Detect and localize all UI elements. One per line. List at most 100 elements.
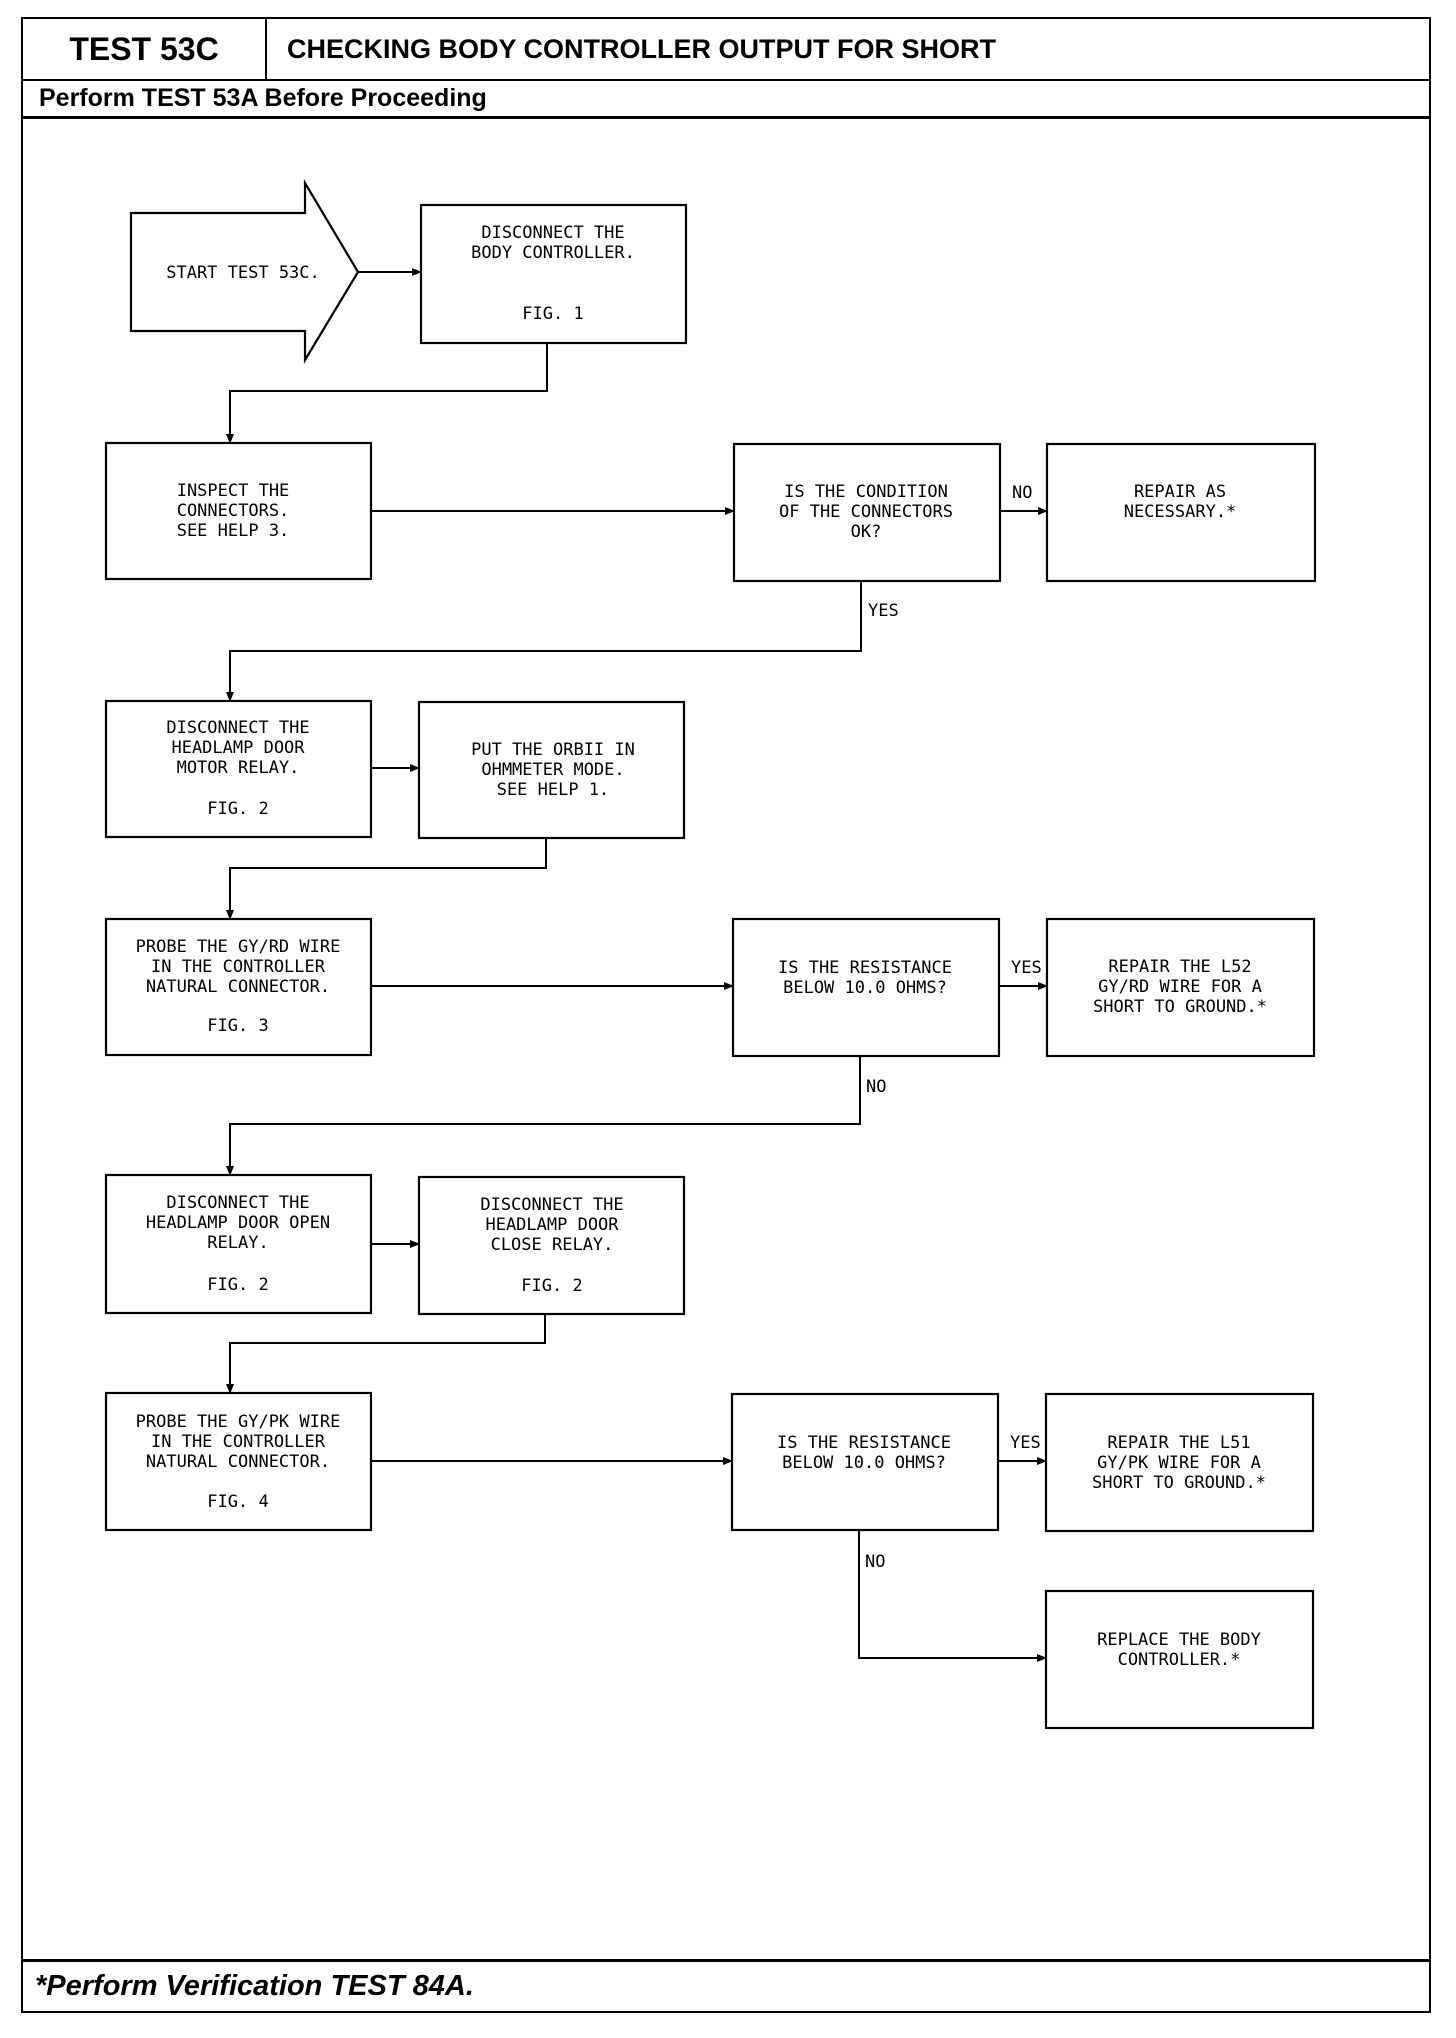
branch-label-no: NO [1012, 483, 1032, 503]
decision-text: IS THE CONDITION [784, 482, 948, 502]
step-text: DISCONNECT THE [480, 1195, 623, 1215]
step-text: BODY CONTROLLER. [471, 243, 635, 263]
connector-disconnect-controller-to-inspect [226, 343, 548, 444]
test-id: TEST 53C [23, 19, 267, 79]
connector-ohmmeter-to-probe-gy-rd [226, 838, 547, 920]
decision-text: IS THE RESISTANCE [777, 1433, 951, 1453]
step-box [417, 1175, 686, 1316]
page-frame: TEST 53C CHECKING BODY CONTROLLER OUTPUT… [21, 17, 1431, 2013]
step-text: START TEST 53C. [166, 263, 320, 283]
step-probe-gy-rd: PROBE THE GY/RD WIRE IN THE CONTROLLER N… [104, 917, 373, 1057]
step-text: IN THE CONTROLLER [151, 957, 326, 977]
branch-label-yes: YES [1010, 1433, 1041, 1453]
step-text: REPAIR AS [1134, 482, 1226, 502]
step-box [104, 441, 373, 581]
branch-label-no: NO [865, 1552, 885, 1572]
step-text: REPAIR THE L52 [1108, 957, 1251, 977]
step-repair-l52: REPAIR THE L52 GY/RD WIRE FOR A SHORT TO… [1045, 917, 1316, 1058]
step-inspect-connectors: INSPECT THE CONNECTORS. SEE HELP 3. [104, 441, 373, 581]
step-box [419, 203, 688, 345]
step-text: HEADLAMP DOOR OPEN [146, 1213, 330, 1233]
connector-q2-no-to-replace [858, 1530, 1047, 1662]
step-text: DISCONNECT THE [166, 1193, 309, 1213]
connectors [226, 268, 1048, 1662]
step-text: SEE HELP 1. [497, 780, 610, 800]
step-box [417, 700, 686, 840]
step-disconnect-open-relay: DISCONNECT THE HEADLAMP DOOR OPEN RELAY.… [104, 1173, 373, 1315]
step-probe-gy-pk: PROBE THE GY/PK WIRE IN THE CONTROLLER N… [104, 1391, 373, 1532]
step-replace-body-controller: REPLACE THE BODY CONTROLLER.* [1044, 1589, 1315, 1730]
step-repair-as-necessary: REPAIR AS NECESSARY.* [1045, 442, 1317, 583]
step-disconnect-controller: DISCONNECT THE BODY CONTROLLER. FIG. 1 [419, 203, 688, 345]
step-box [104, 1173, 373, 1315]
step-text: IN THE CONTROLLER [151, 1432, 326, 1452]
header-row: TEST 53C CHECKING BODY CONTROLLER OUTPUT… [23, 19, 1429, 81]
decision-text: BELOW 10.0 OHMS? [782, 1453, 946, 1473]
step-text: MOTOR RELAY. [177, 758, 300, 778]
figure-reference: FIG. 3 [207, 1016, 268, 1036]
step-box [1044, 1589, 1315, 1730]
connector-q1-no-to-disconnect-open [226, 1056, 861, 1176]
step-text: REPLACE THE BODY [1097, 1630, 1261, 1650]
step-text: DISCONNECT THE [166, 718, 309, 738]
step-text: RELAY. [207, 1233, 268, 1253]
step-box [1044, 1392, 1315, 1533]
step-disconnect-close-relay: DISCONNECT THE HEADLAMP DOOR CLOSE RELAY… [417, 1175, 686, 1316]
step-text: GY/PK WIRE FOR A [1097, 1453, 1261, 1473]
decision-resistance-gy-pk: IS THE RESISTANCE BELOW 10.0 OHMS? [730, 1392, 1000, 1532]
step-repair-l51: REPAIR THE L51 GY/PK WIRE FOR A SHORT TO… [1044, 1392, 1315, 1533]
step-text: SEE HELP 3. [177, 521, 290, 541]
step-text: INSPECT THE [177, 481, 290, 501]
branch-labels: NO YES YES NO YES NO [865, 483, 1042, 1572]
decision-text: OK? [851, 522, 882, 542]
figure-reference: FIG. 1 [522, 304, 583, 324]
step-text: PROBE THE GY/PK WIRE [136, 1412, 341, 1432]
figure-reference: FIG. 2 [521, 1276, 582, 1296]
step-box [1045, 442, 1317, 583]
figure-reference: FIG. 2 [207, 799, 268, 819]
branch-label-yes: YES [1011, 958, 1042, 978]
step-text: SHORT TO GROUND.* [1092, 1473, 1266, 1493]
decision-text: OF THE CONNECTORS [779, 502, 953, 522]
start-arrow-shape [129, 179, 360, 364]
start-node: START TEST 53C. [129, 179, 360, 364]
step-text: OHMMETER MODE. [481, 760, 624, 780]
step-text: NATURAL CONNECTOR. [146, 1452, 330, 1472]
decision-box [732, 442, 1002, 583]
step-text: GY/RD WIRE FOR A [1098, 977, 1262, 997]
figure-reference: FIG. 2 [207, 1275, 268, 1295]
step-text: CONTROLLER.* [1118, 1650, 1241, 1670]
branch-label-no: NO [866, 1077, 886, 1097]
step-ohmmeter-mode: PUT THE ORBII IN OHMMETER MODE. SEE HELP… [417, 700, 686, 840]
step-text: HEADLAMP DOOR [171, 738, 305, 758]
step-box [104, 917, 373, 1057]
page-title: CHECKING BODY CONTROLLER OUTPUT FOR SHOR… [287, 33, 997, 64]
step-text: CLOSE RELAY. [491, 1235, 614, 1255]
step-text: SHORT TO GROUND.* [1093, 997, 1267, 1017]
step-box [1045, 917, 1316, 1058]
decision-condition-ok: IS THE CONDITION OF THE CONNECTORS OK? [732, 442, 1002, 583]
step-text: PROBE THE GY/RD WIRE [136, 937, 341, 957]
step-text: PUT THE ORBII IN [471, 740, 635, 760]
decision-text: IS THE RESISTANCE [778, 958, 952, 978]
decision-text: BELOW 10.0 OHMS? [783, 978, 947, 998]
step-text: DISCONNECT THE [481, 223, 624, 243]
step-text: CONNECTORS. [177, 501, 290, 521]
figure-reference: FIG. 4 [207, 1492, 268, 1512]
step-text: REPAIR THE L51 [1107, 1433, 1250, 1453]
decision-resistance-gy-rd: IS THE RESISTANCE BELOW 10.0 OHMS? [731, 917, 1001, 1058]
branch-label-yes: YES [868, 601, 899, 621]
step-text: HEADLAMP DOOR [485, 1215, 619, 1235]
step-text: NATURAL CONNECTOR. [146, 977, 330, 997]
prerequisite-note: Perform TEST 53A Before Proceeding [23, 81, 1429, 119]
step-box [104, 1391, 373, 1532]
step-disconnect-motor-relay: DISCONNECT THE HEADLAMP DOOR MOTOR RELAY… [104, 699, 373, 839]
decision-box [731, 917, 1001, 1058]
connector-close-to-probe-gy-pk [226, 1314, 546, 1394]
step-box [104, 699, 373, 839]
connector-condition-yes-to-disconnect-motor [226, 581, 862, 702]
step-text: NECESSARY.* [1124, 502, 1237, 522]
footer-note: *Perform Verification TEST 84A. [23, 1959, 1429, 2011]
decision-box [730, 1392, 1000, 1532]
